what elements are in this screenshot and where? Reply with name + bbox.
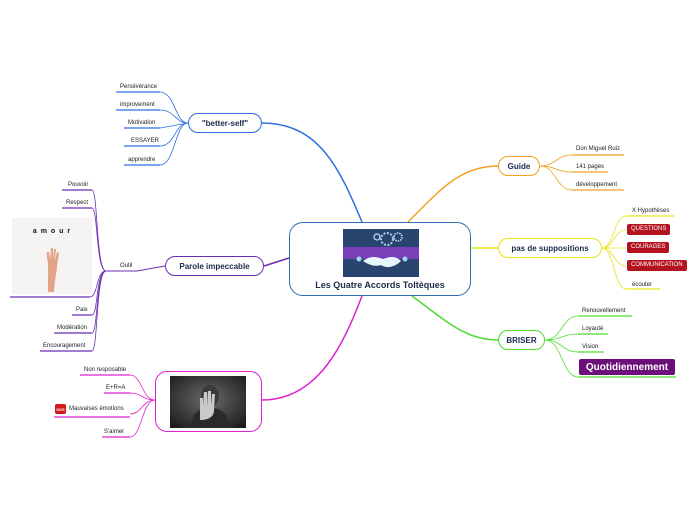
node-parole-impeccable[interactable]: Parole impeccable [165, 256, 264, 276]
tag-quotidiennement[interactable]: Quotidiennement [579, 359, 675, 375]
handshake-gears-image [343, 229, 419, 277]
leaf-paix[interactable]: Paix [76, 307, 88, 313]
tag-courages[interactable]: COURAGES [627, 242, 670, 253]
leaf-loyaute[interactable]: Loyauté [582, 326, 604, 332]
leaf-saimer[interactable]: S'aimer [104, 429, 125, 435]
leaf-don-miguel-ruiz[interactable]: Don Miguel Ruiz [576, 146, 621, 152]
central-title: Les Quatre Accords Toltèques [315, 280, 445, 290]
leaf-x-hypotheses[interactable]: X Hypothèses [632, 208, 670, 214]
node-guide-label: Guide [507, 161, 531, 171]
leaf-improvement[interactable]: improvement [120, 102, 155, 108]
amour-hand-image: a m o u r [12, 218, 92, 294]
leaf-non-resposable[interactable]: Non resposable [84, 367, 127, 373]
tag-questions[interactable]: QUESTIONS [627, 224, 671, 235]
node-guide[interactable]: Guide [498, 156, 540, 176]
node-briser-label: BRISER [506, 335, 537, 345]
node-stop-image[interactable] [155, 371, 262, 432]
leaf-outil[interactable]: Outil [120, 263, 133, 269]
node-better-self-label: "better-self" [201, 118, 249, 128]
leaf-vision[interactable]: Vision [582, 344, 599, 350]
leaf-era[interactable]: E+R=A [106, 385, 126, 391]
central-topic[interactable]: Les Quatre Accords Toltèques [289, 222, 471, 296]
node-parole-label: Parole impeccable [179, 261, 250, 271]
stop-hand-photo [170, 376, 246, 428]
node-briser[interactable]: BRISER [498, 330, 545, 350]
leaf-essayer[interactable]: ESSAYER [131, 138, 159, 144]
leaf-moderation[interactable]: Modération [57, 325, 88, 331]
leaf-encouragement[interactable]: Encouragement [43, 343, 86, 349]
leaf-respect[interactable]: Respect [66, 200, 89, 206]
leaf-perseverance[interactable]: Persévérance [120, 84, 158, 90]
leaf-developpement[interactable]: développement [576, 182, 618, 188]
amour-text: a m o u r [32, 228, 72, 235]
sos-icon: SOS [55, 404, 66, 414]
node-better-self[interactable]: "better-self" [188, 113, 262, 133]
leaf-ecouter[interactable]: écouter [632, 282, 653, 288]
leaf-motivation[interactable]: Motivation [128, 120, 156, 126]
node-suppositions-label: pas de suppositions [511, 243, 589, 253]
leaf-apprendre[interactable]: apprendre [128, 157, 156, 163]
node-pas-de-suppositions[interactable]: pas de suppositions [498, 238, 602, 258]
hand-icon [46, 248, 59, 292]
leaf-renouvellement[interactable]: Renouvellement [582, 308, 626, 314]
leaf-pouvoir[interactable]: Pouvoir [68, 182, 89, 188]
tag-communication[interactable]: COMMUNICATION [627, 260, 687, 271]
leaf-mauvaises-emotions[interactable]: Mauvaises émotions [69, 406, 124, 412]
leaf-141-pages[interactable]: 141 pages [576, 164, 605, 170]
